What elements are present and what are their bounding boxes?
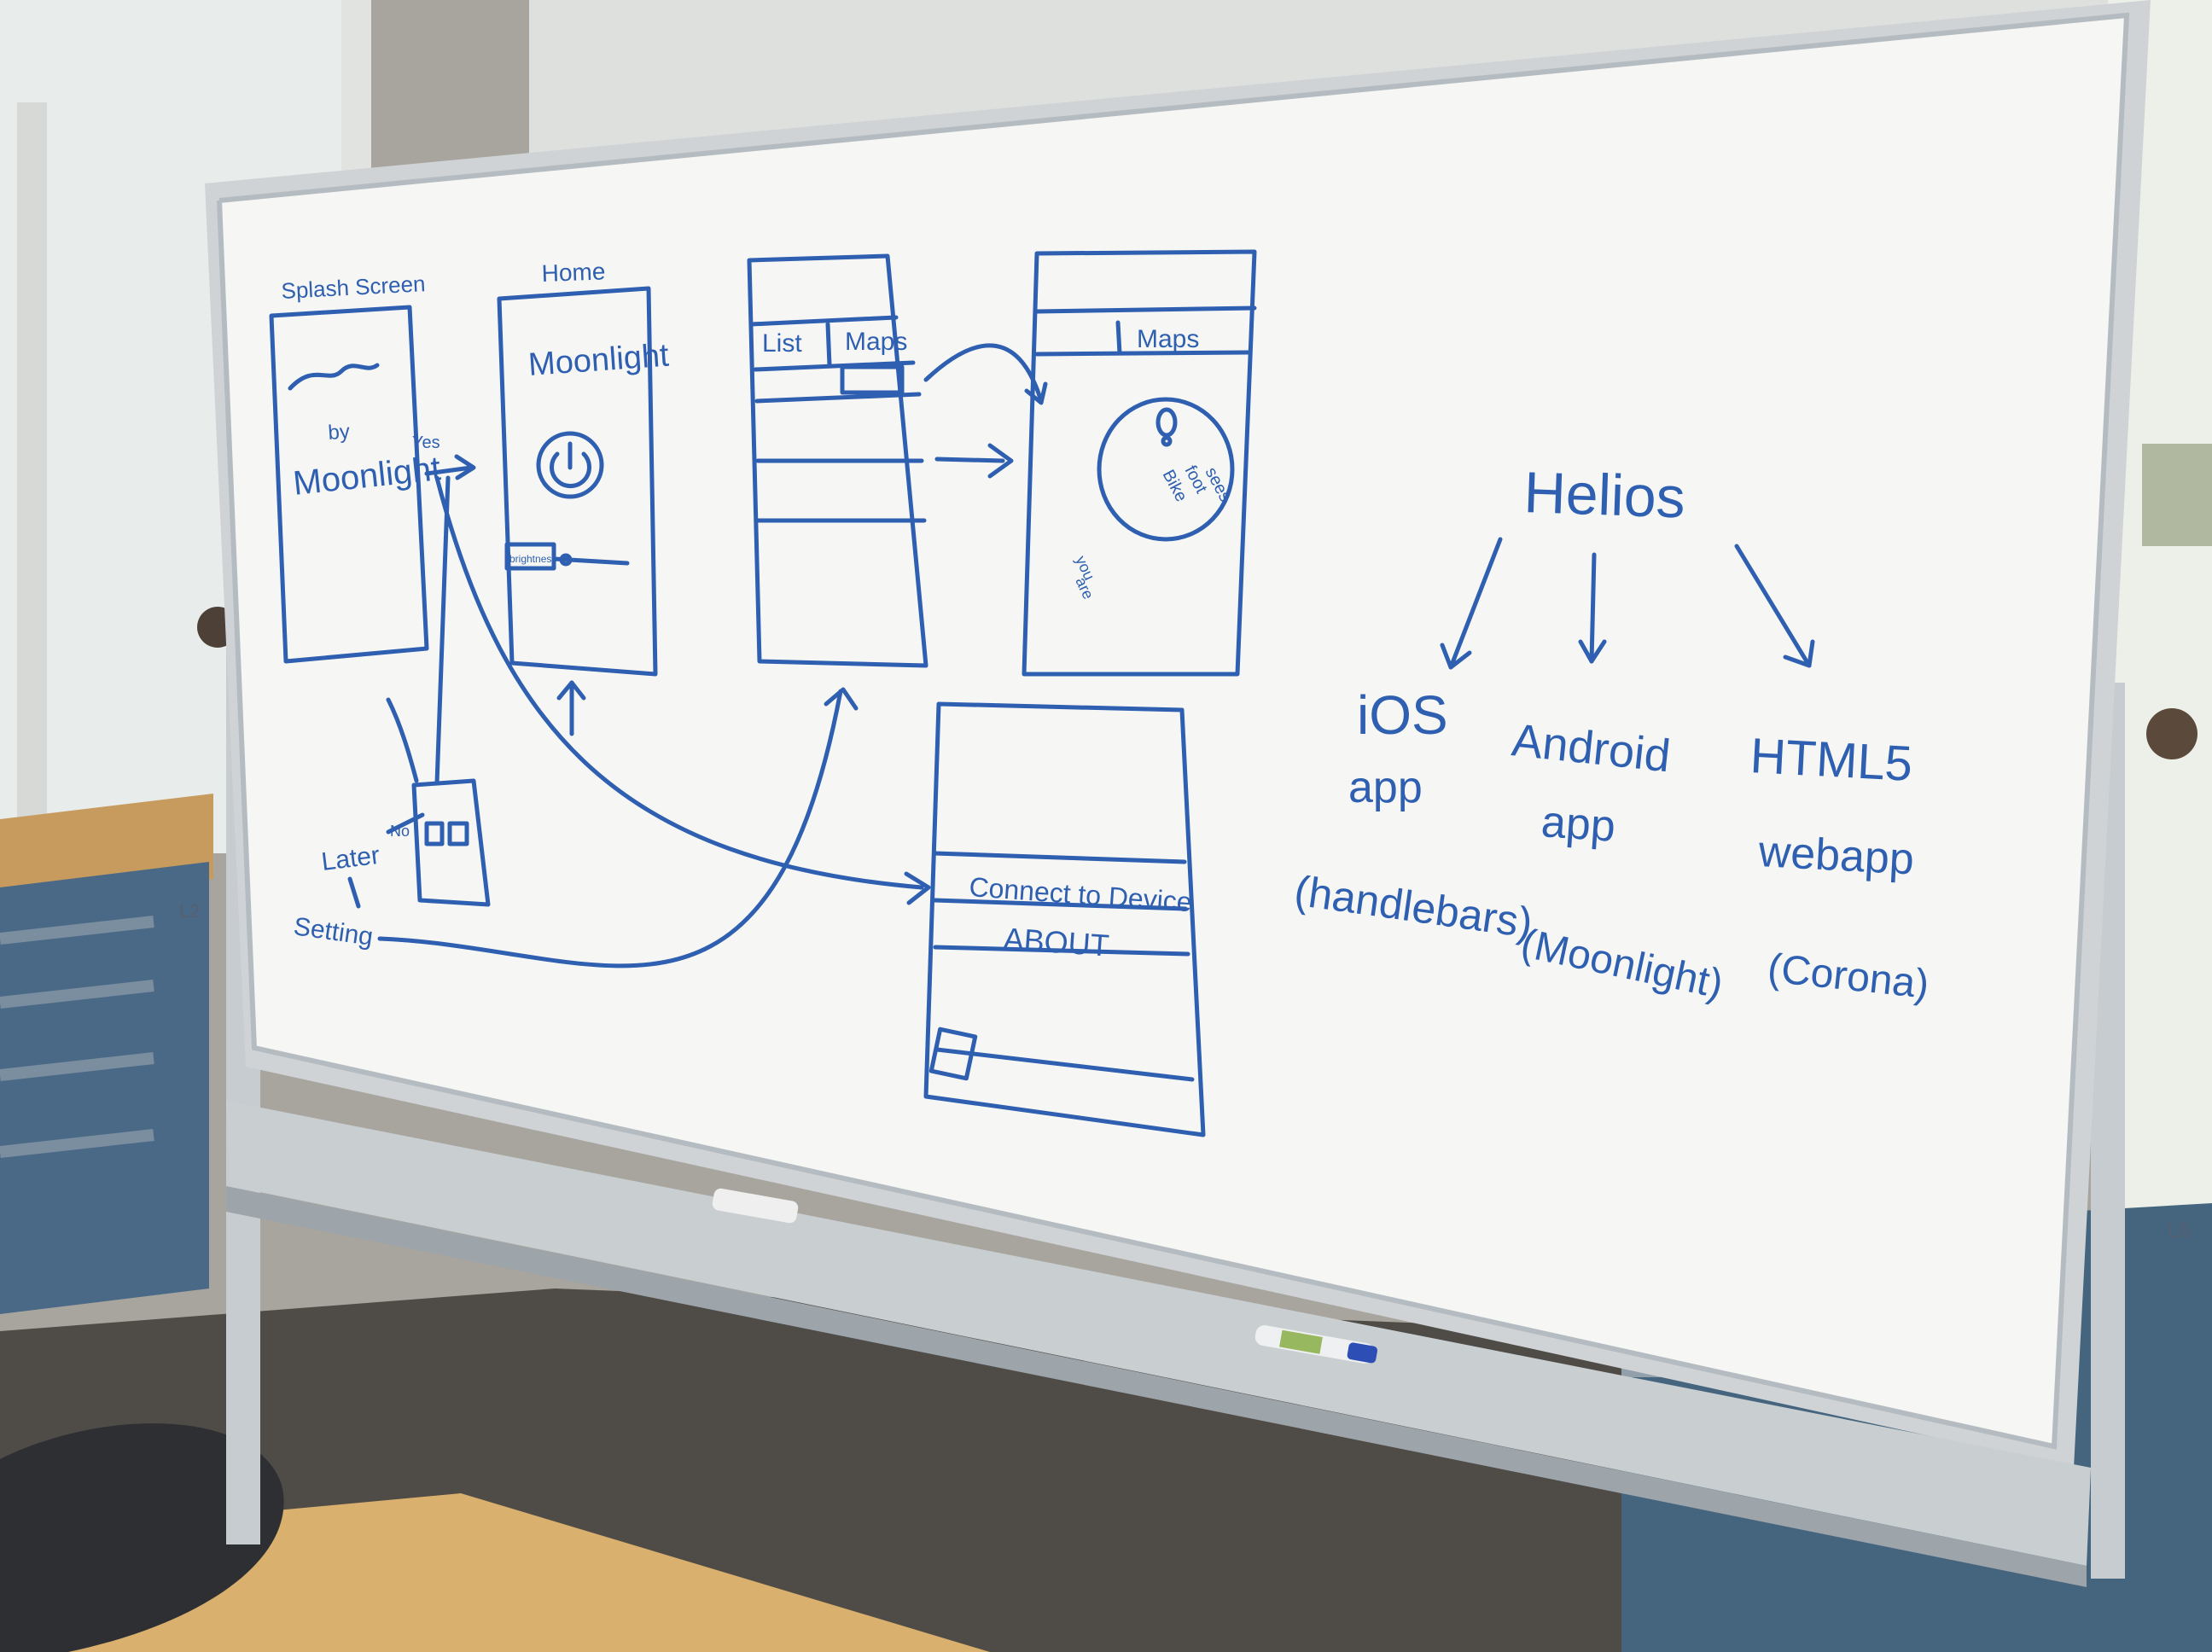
home-title: Home (541, 258, 606, 287)
map-screen-frame (1022, 249, 1257, 677)
drawer-handle-1 (0, 916, 154, 945)
curve-to-settings-head (904, 871, 931, 905)
curve-to-settings (434, 475, 924, 890)
line-splash-dialog (386, 697, 419, 783)
splash-screen-frame (269, 305, 429, 664)
arrow-list-map-head (987, 443, 1014, 479)
cabinet-left (0, 862, 209, 1314)
curve-setting-list (377, 689, 843, 969)
branch-android-head (1578, 639, 1607, 664)
home-screen-frame (497, 286, 658, 677)
settings-line-2 (932, 898, 1188, 911)
drawer-handle-2 (0, 980, 154, 1009)
line-yes-dialog (434, 475, 451, 786)
splash-by-text: by (328, 420, 351, 445)
map-radius (1097, 397, 1235, 542)
pin-icon (1155, 407, 1178, 447)
whiteboard-drawings (269, 249, 1815, 1137)
list-map-button (840, 364, 905, 395)
list-tab-line-bottom (753, 360, 916, 372)
settings-line-4 (934, 1047, 1195, 1082)
ios-line-2: app (1348, 763, 1423, 812)
line-no-later (386, 812, 425, 835)
html5-line-1: HTML5 (1749, 728, 1913, 792)
arrow-to-home-head (556, 680, 586, 701)
outdoor-greenery (2142, 444, 2212, 546)
dialog-box-2 (447, 821, 469, 846)
home-slider-label: brightness (509, 553, 556, 565)
brightness-box (504, 542, 556, 571)
paper-eraser (712, 1188, 799, 1224)
splash-wave (288, 363, 380, 391)
html5-line-2: webapp (1756, 827, 1915, 885)
list-tab-line-top (748, 315, 899, 327)
line-later-setting (347, 876, 361, 909)
arrow-splash-home-head (454, 454, 476, 480)
branch-android (1589, 552, 1597, 664)
flow-yes-label: Yes (412, 433, 440, 452)
right-knob (2146, 708, 2197, 759)
whiteboard-surface (219, 15, 2127, 1446)
branch-html5 (1734, 544, 1812, 668)
drawer-handle-4 (0, 1129, 154, 1158)
list-row-1 (754, 392, 922, 404)
settings-line-3 (933, 945, 1190, 957)
dialog-box-1 (424, 821, 445, 846)
curve-list-map-head (1024, 381, 1048, 405)
slider-knob (559, 553, 573, 567)
marker-tray-shadow (226, 1186, 2087, 1587)
arrow-list-map (934, 457, 1005, 463)
map-tab-line (1034, 350, 1251, 357)
map-tab-maps: Maps (1137, 325, 1199, 353)
list-tab-maps: Maps (845, 328, 907, 356)
flow-no-label: No (390, 823, 410, 840)
platforms-root: Helios (1522, 460, 1686, 531)
curve-list-map (923, 343, 1044, 404)
arrow-splash-home (424, 465, 474, 476)
list-screen-frame (747, 253, 928, 668)
branch-html5-head (1783, 639, 1815, 668)
chair (0, 1423, 284, 1652)
drawer-handle-3 (0, 1052, 154, 1081)
cabinet-left-label: L2 (179, 900, 200, 922)
power-icon (536, 431, 604, 499)
list-tab-list: List (762, 329, 802, 358)
settings-note-icon (928, 1027, 978, 1081)
dialog-frame (411, 778, 491, 907)
android-line-2: app (1540, 797, 1617, 852)
list-tab-divider (825, 322, 832, 368)
map-tab-divider (1115, 320, 1122, 356)
marker-tray (226, 1101, 2091, 1566)
branch-ios (1448, 537, 1503, 670)
board-edge (217, 12, 2130, 1450)
brightness-slider (552, 556, 630, 566)
cabinet-right-label: L6 (2168, 1219, 2191, 1242)
map-header-line (1034, 305, 1257, 314)
ios-line-1: iOS (1357, 684, 1448, 746)
settings-menu-about: ABOUT (1002, 921, 1110, 963)
window-frame-left-a (17, 102, 47, 828)
curve-setting-list-head (824, 687, 859, 711)
marker-icon[interactable] (1254, 1324, 1378, 1366)
settings-line-1 (932, 851, 1187, 864)
branch-ios-head (1440, 643, 1472, 670)
settings-screen-frame (923, 701, 1206, 1137)
